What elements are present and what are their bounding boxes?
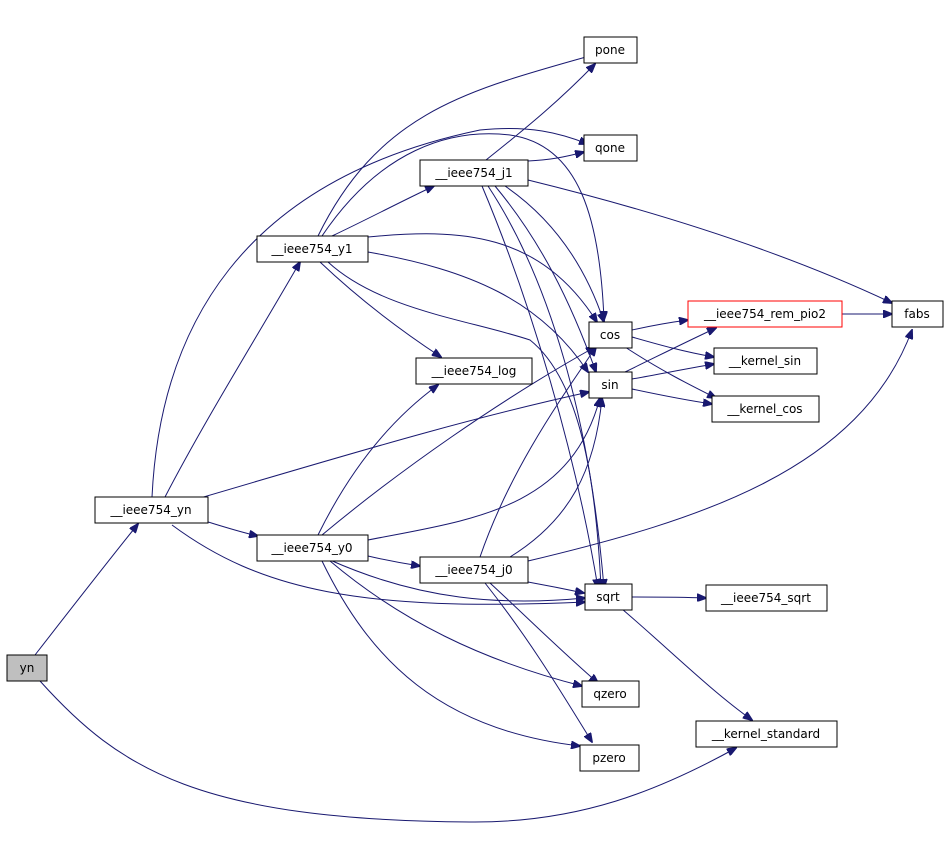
edge-j0-pzero xyxy=(484,582,592,742)
node-kernel-sin[interactable]: __kernel_sin xyxy=(713,347,818,375)
node-pone[interactable]: pone xyxy=(583,36,638,64)
node-cos[interactable]: cos xyxy=(588,321,633,349)
edge-y0-qzero xyxy=(329,560,582,686)
edge-j1-qone xyxy=(527,152,584,162)
node-label: qzero xyxy=(593,687,626,701)
node-ieee754-y1[interactable]: __ieee754_y1 xyxy=(256,235,369,263)
node-pzero[interactable]: pzero xyxy=(579,744,640,772)
edge-y0-j0 xyxy=(367,555,420,566)
edge-y0-cos xyxy=(321,347,595,536)
node-ieee754-j1[interactable]: __ieee754_j1 xyxy=(419,159,529,187)
edge-j0-cos xyxy=(479,347,596,558)
node-label: __ieee754_y0 xyxy=(270,541,352,555)
node-qone[interactable]: qone xyxy=(583,134,638,162)
edge-y0-log xyxy=(317,385,438,536)
edge-yn-qone xyxy=(151,128,588,498)
edge-yn-sin xyxy=(199,392,589,499)
edge-cos-kernel-sin xyxy=(631,336,714,357)
node-ieee754-sqrt[interactable]: __ieee754_sqrt xyxy=(705,584,828,612)
node-label: __kernel_cos xyxy=(726,402,802,416)
node-label: __ieee754_log xyxy=(431,364,517,378)
node-label: __ieee754_j0 xyxy=(434,563,512,577)
edge-yn-ieee754-yn xyxy=(34,524,138,656)
node-label: qone xyxy=(595,141,625,155)
node-ieee754-y0[interactable]: __ieee754_y0 xyxy=(256,534,369,562)
edge-j0-qzero xyxy=(489,582,598,683)
node-label: yn xyxy=(20,661,35,675)
edge-yn-y0 xyxy=(207,521,258,536)
node-label: __kernel_sin xyxy=(728,354,801,368)
edge-j1-pone xyxy=(485,64,595,161)
edge-cos-kernel-cos xyxy=(624,346,716,398)
edge-j1-fabs xyxy=(527,179,892,303)
node-label: __ieee754_yn xyxy=(109,503,191,517)
node-kernel-standard[interactable]: __kernel_standard xyxy=(695,720,838,748)
node-label: sqrt xyxy=(596,590,620,604)
edge-yn-y1 xyxy=(164,262,300,498)
edge-yn-kernel-standard xyxy=(39,680,736,823)
node-ieee754-rem-pio2[interactable]: __ieee754_rem_pio2 xyxy=(687,300,843,328)
node-label: cos xyxy=(600,328,620,342)
edge-j0-fabs xyxy=(527,330,912,562)
node-ieee754-yn[interactable]: __ieee754_yn xyxy=(94,496,209,524)
node-sin[interactable]: sin xyxy=(588,371,633,399)
edge-sqrt-ieee754-sqrt xyxy=(631,597,706,598)
node-sqrt[interactable]: sqrt xyxy=(584,583,633,611)
edge-j1-sqrt xyxy=(481,185,598,588)
node-label: pone xyxy=(595,43,625,57)
edge-y1-sin xyxy=(367,251,588,372)
node-yn[interactable]: yn xyxy=(6,654,48,682)
edge-j1-sqrt-2 xyxy=(487,185,604,588)
edge-y0-sqrt xyxy=(329,559,585,601)
edges xyxy=(34,55,912,823)
edge-sin-kernel-sin xyxy=(631,364,714,380)
node-label: sin xyxy=(601,378,618,392)
edge-cos-rem-pio2 xyxy=(631,320,688,331)
edge-y0-sin xyxy=(367,398,600,541)
node-label: __ieee754_j1 xyxy=(434,166,512,180)
edge-y0-pzero xyxy=(321,560,580,746)
node-qzero[interactable]: qzero xyxy=(581,680,640,708)
edge-j1-sin xyxy=(494,185,596,372)
node-fabs[interactable]: fabs xyxy=(891,300,944,328)
edge-y1-log xyxy=(319,261,441,357)
node-label: __ieee754_rem_pio2 xyxy=(703,307,826,321)
node-ieee754-log[interactable]: __ieee754_log xyxy=(415,357,533,385)
edge-y1-sqrt xyxy=(327,261,601,588)
edge-j1-cos xyxy=(504,185,604,322)
edge-sqrt-kernel-standard xyxy=(621,608,752,720)
edge-j0-sin xyxy=(509,398,602,558)
node-label: pzero xyxy=(592,751,625,765)
node-label: fabs xyxy=(904,307,929,321)
edge-y1-pone xyxy=(317,55,593,237)
node-ieee754-j0[interactable]: __ieee754_j0 xyxy=(419,556,529,584)
node-label: __ieee754_y1 xyxy=(270,242,352,256)
edge-y1-cos-top xyxy=(321,133,604,320)
node-kernel-cos[interactable]: __kernel_cos xyxy=(711,395,820,423)
node-label: __ieee754_sqrt xyxy=(720,591,811,605)
edge-y1-j1 xyxy=(331,186,434,237)
node-label: __kernel_standard xyxy=(711,727,820,741)
edge-sin-rem-pio2 xyxy=(624,328,716,373)
edge-sin-kernel-cos xyxy=(631,388,712,404)
edge-y1-cos xyxy=(367,233,597,322)
edge-yn-sqrt xyxy=(171,524,585,604)
edge-j0-sqrt xyxy=(527,581,584,593)
